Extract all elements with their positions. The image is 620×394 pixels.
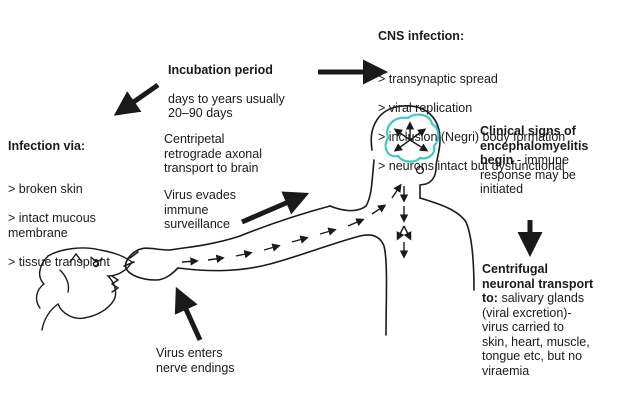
- cns-item: > transynaptic spread: [378, 72, 565, 87]
- cns-title: CNS infection:: [378, 29, 565, 44]
- infection-item: > broken skin: [8, 182, 110, 197]
- infection-item: > tissue transplant: [8, 255, 110, 270]
- incubation-body: days to years usually 20–90 days: [168, 92, 285, 121]
- infection-block: Infection via: > broken skin > intact mu…: [8, 124, 110, 298]
- incubation-block: Incubation period days to years usually …: [168, 48, 285, 135]
- infection-list: > broken skin > intact mucous membrane >…: [8, 168, 110, 284]
- centrifugal-block: Centrifugal neuronal transport to: saliv…: [482, 262, 618, 378]
- enters-label: Virus enters nerve endings: [156, 346, 235, 375]
- centrifugal-body: salivary glands (viral excretion)- virus…: [482, 291, 590, 378]
- evades-label: Virus evades immune surveillance: [164, 188, 236, 232]
- clinical-block: Clinical signs of encephalomyelitis begi…: [480, 124, 616, 197]
- arrow-to-infection: [122, 85, 158, 110]
- infection-title: Infection via:: [8, 139, 110, 154]
- cns-item: > viral replication: [378, 101, 565, 116]
- infection-item: > intact mucous membrane: [8, 211, 110, 240]
- incubation-title: Incubation period: [168, 63, 285, 78]
- arrow-enters: [180, 296, 200, 340]
- centripetal-label: Centripetal retrograde axonal transport …: [164, 132, 262, 176]
